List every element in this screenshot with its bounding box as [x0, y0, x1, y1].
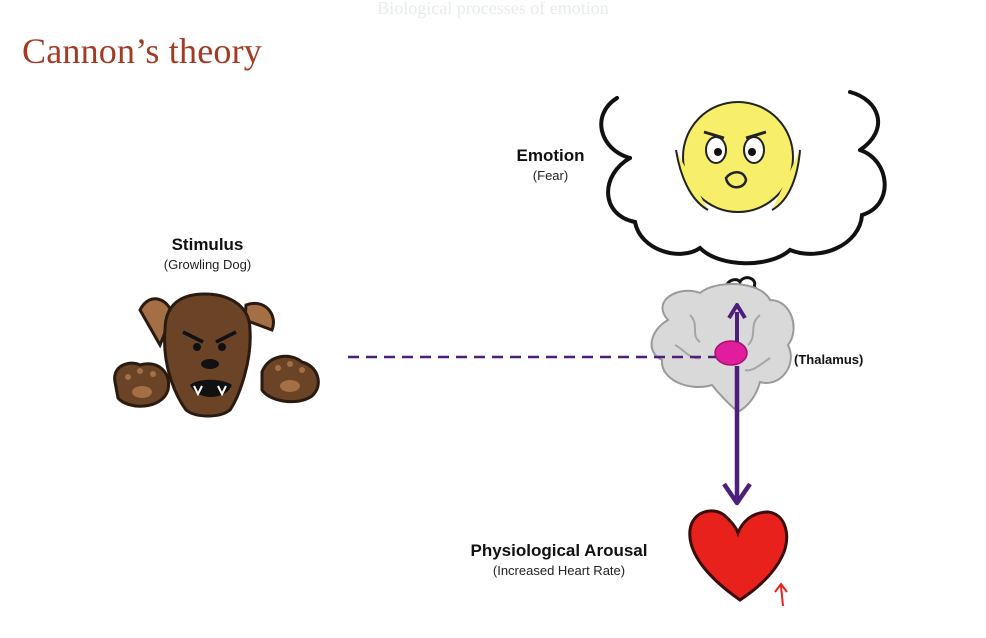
heart-icon	[688, 509, 789, 602]
arousal-subtitle: (Increased Heart Rate)	[492, 563, 626, 578]
thalamus-label: (Thalamus)	[794, 352, 864, 367]
increase-arrow-icon	[774, 582, 788, 607]
arrow-up-to-emotion	[727, 303, 747, 342]
emotion-label: Emotion (Fear)	[503, 146, 598, 183]
stimulus-title: Stimulus	[171, 235, 244, 254]
thalamus-icon	[714, 340, 748, 366]
dog-paw-left-icon	[113, 361, 171, 408]
slide-title: Cannon’s theory	[22, 31, 262, 71]
arousal-label: Physiological Arousal (Increased Heart R…	[448, 541, 670, 578]
dog-paw-right-icon	[260, 354, 320, 404]
slide-header: Biological processes of emotion	[377, 0, 609, 18]
emotion-title: Emotion	[516, 146, 585, 165]
arrow-down-to-arousal	[722, 366, 752, 506]
thought-cloud	[599, 90, 887, 266]
arousal-title: Physiological Arousal	[470, 541, 648, 560]
growling-dog-icon	[138, 292, 275, 418]
stimulus-label: Stimulus (Growling Dog)	[135, 235, 280, 272]
scared-face-icon	[675, 101, 801, 213]
emotion-subtitle: (Fear)	[532, 168, 569, 183]
stimulus-subtitle: (Growling Dog)	[163, 257, 252, 272]
